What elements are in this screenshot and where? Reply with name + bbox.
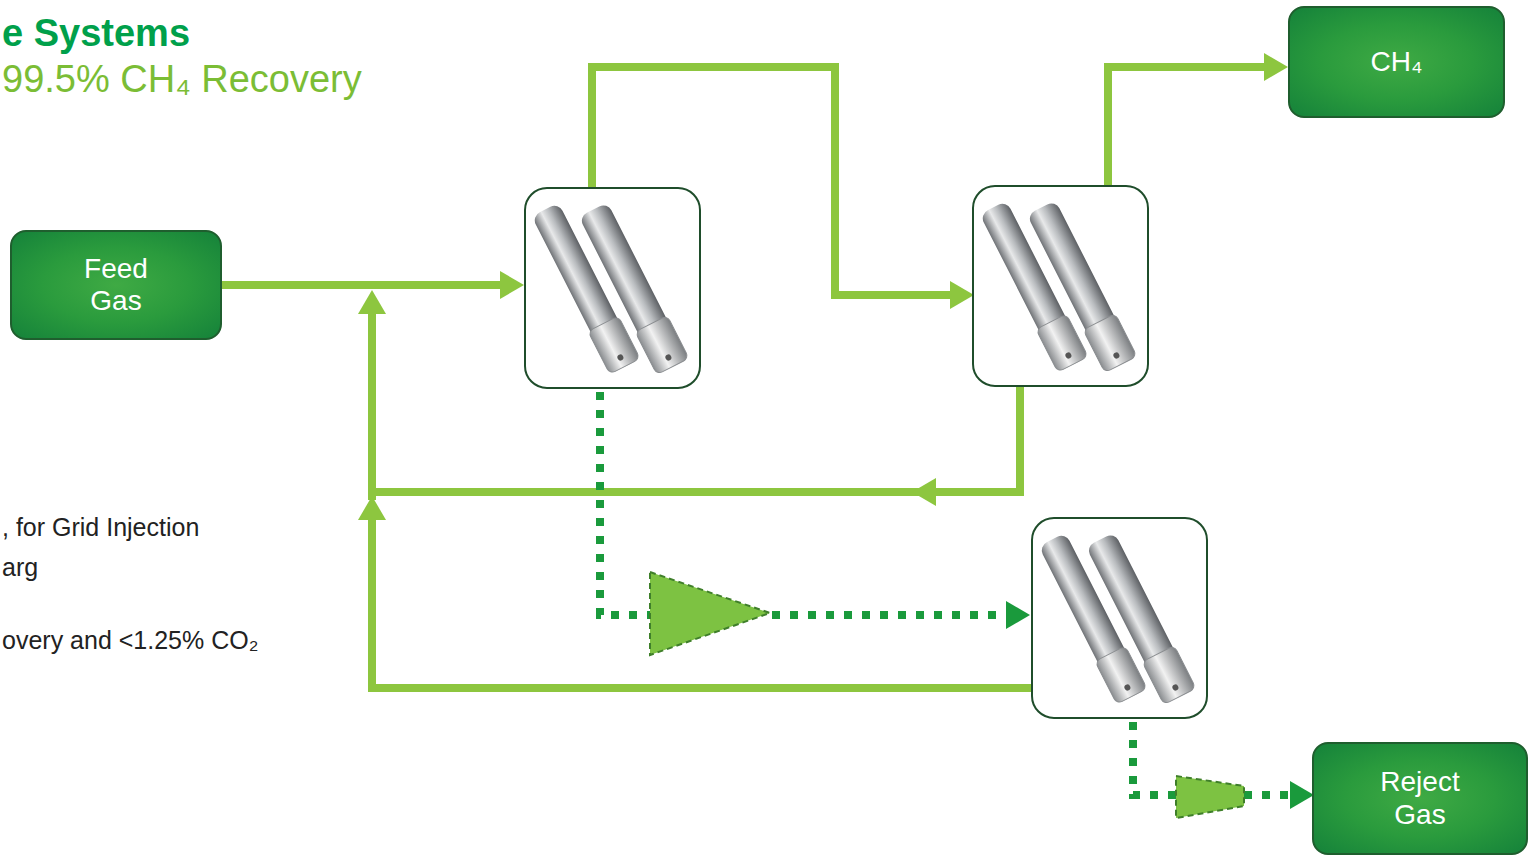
arrowhead bbox=[1290, 781, 1314, 809]
stream-box: Reject Gas bbox=[1312, 742, 1528, 855]
compressor-symbol bbox=[650, 572, 770, 655]
box-label: Reject Gas bbox=[1365, 766, 1475, 830]
stream-box: Feed Gas bbox=[10, 230, 222, 340]
feed-line bbox=[222, 281, 505, 289]
permeate-line bbox=[1244, 791, 1292, 799]
box-label: Feed Gas bbox=[71, 253, 161, 317]
arrowhead bbox=[358, 496, 386, 520]
arrowheads bbox=[358, 53, 1288, 520]
product-line bbox=[1108, 67, 1268, 186]
membrane-module bbox=[1032, 518, 1207, 718]
arrowhead bbox=[358, 290, 386, 314]
bullet-text: overy and <1.25% CO₂ bbox=[2, 626, 258, 655]
bullet-text: , for Grid Injection bbox=[2, 513, 199, 542]
recycle-line bbox=[368, 308, 376, 500]
arrowhead bbox=[1006, 601, 1030, 629]
bullet-text: arg bbox=[2, 553, 38, 582]
permeate-line bbox=[772, 611, 1008, 619]
permeate-lines bbox=[600, 392, 1292, 795]
slide-title: e Systems bbox=[2, 12, 190, 55]
arrowhead bbox=[1264, 53, 1288, 81]
arrowhead bbox=[912, 478, 936, 506]
arrowhead bbox=[950, 281, 974, 309]
box-label: CH₄ bbox=[1371, 46, 1423, 78]
compressor-symbol bbox=[1176, 776, 1244, 818]
membrane-module bbox=[525, 188, 700, 388]
recycle-line bbox=[372, 386, 1020, 492]
recycle-line bbox=[372, 515, 1032, 688]
slide-subtitle: 99.5% CH₄ Recovery bbox=[2, 58, 362, 101]
permeate-line bbox=[600, 392, 650, 615]
stream-box: CH₄ bbox=[1288, 6, 1505, 118]
arrowhead bbox=[500, 271, 524, 299]
membrane-module bbox=[973, 186, 1148, 386]
permeate-line bbox=[1133, 722, 1176, 795]
